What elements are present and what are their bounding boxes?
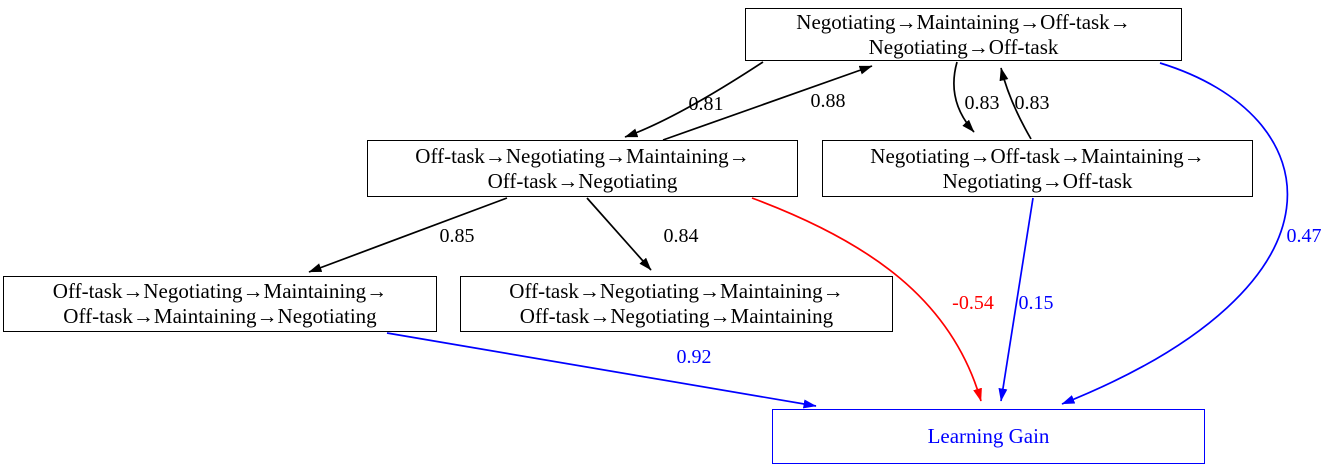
node-label-line: Negotiating→Off-task→Maintaining→ — [870, 143, 1205, 168]
edge-midright-to-learning-gain — [998, 197, 1034, 402]
edge-weight-midleft-learning-gain: -0.54 — [952, 292, 994, 314]
node-label-line: Off-task→Negotiating→Maintaining→ — [415, 143, 750, 168]
edge-top-to-midright — [953, 61, 975, 133]
edge-midleft-to-bottomcenter — [586, 197, 652, 271]
node-label-line: Off-task→Negotiating — [487, 168, 678, 193]
edge-weight-midleft-bottomleft: 0.85 — [439, 225, 475, 247]
node-negotiating-maintaining-offtask-negotiating-offtask: Negotiating→Maintaining→Off-task→ Negoti… — [745, 8, 1182, 61]
edge-weight-midright-top: 0.83 — [1014, 92, 1050, 114]
edge-weight-midleft-top: 0.88 — [810, 90, 846, 112]
edge-top-to-learning-gain — [1061, 62, 1289, 405]
node-learning-gain: Learning Gain — [772, 409, 1205, 464]
edge-weight-top-midright: 0.83 — [964, 92, 1000, 114]
edge-bottomleft-to-learning-gain — [386, 332, 817, 409]
edge-weight-bottomleft-learning-gain: 0.92 — [676, 346, 712, 368]
node-negotiating-offtask-maintaining-negotiating-offtask: Negotiating→Off-task→Maintaining→ Negoti… — [822, 140, 1253, 197]
node-offtask-negotiating-maintaining-offtask-maintaining-negotiating: Off-task→Negotiating→Maintaining→ Off-ta… — [3, 276, 437, 332]
edge-midright-to-top — [999, 67, 1032, 140]
edge-weight-midleft-bottomcenter: 0.84 — [663, 225, 699, 247]
edge-weight-top-midleft: 0.81 — [688, 93, 724, 115]
edge-weight-midright-learning-gain: 0.15 — [1018, 292, 1054, 314]
node-label-line: Off-task→Negotiating→Maintaining→ — [509, 279, 844, 303]
edge-midleft-to-learning-gain — [751, 197, 982, 402]
edge-weight-top-learning-gain: 0.47 — [1286, 225, 1322, 247]
node-label-line: Off-task→Negotiating→Maintaining→ — [52, 279, 388, 303]
node-label-line: Learning Gain — [927, 424, 1050, 448]
node-label-line: Off-task→Maintaining→Negotiating — [63, 304, 377, 328]
edge-midleft-to-bottomleft — [308, 197, 508, 273]
node-offtask-negotiating-maintaining-offtask-negotiating-maintaining: Off-task→Negotiating→Maintaining→ Off-ta… — [460, 276, 893, 332]
node-label-line: Negotiating→Maintaining→Off-task→ — [796, 9, 1131, 34]
node-offtask-negotiating-maintaining-offtask-negotiating: Off-task→Negotiating→Maintaining→ Off-ta… — [367, 140, 798, 197]
node-label-line: Negotiating→Off-task — [942, 168, 1133, 193]
edge-top-to-midleft — [624, 61, 764, 138]
node-label-line: Off-task→Negotiating→Maintaining — [519, 304, 834, 328]
edge-midleft-to-top — [662, 65, 873, 141]
node-label-line: Negotiating→Off-task — [868, 34, 1059, 59]
